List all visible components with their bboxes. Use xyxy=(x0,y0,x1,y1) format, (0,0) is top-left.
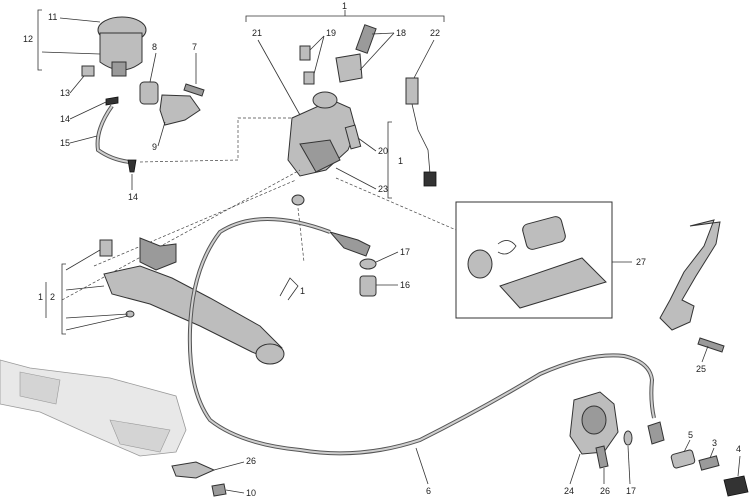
kit-seal xyxy=(467,249,493,279)
bleed-cap-3 xyxy=(698,455,720,471)
frame-section: 26 10 xyxy=(0,359,256,498)
master-cylinder-group: 21 19 18 20 1 23 22 xyxy=(252,24,440,206)
callout-9: 9 xyxy=(152,142,157,152)
callout-3: 3 xyxy=(712,438,717,448)
lever-adjuster xyxy=(139,237,177,271)
clutch-hose-6: 6 xyxy=(187,217,656,496)
repair-kit-27: 27 xyxy=(455,201,646,319)
dust-boot xyxy=(291,194,305,206)
callout-21: 21 xyxy=(252,28,262,38)
callout-24: 24 xyxy=(564,486,574,496)
kit-instruction-card xyxy=(499,257,607,309)
banjo-fitting-18 xyxy=(335,53,363,83)
reservoir-group: 12 11 13 14 15 14 8 9 7 xyxy=(23,9,205,202)
pin-20 xyxy=(344,124,362,150)
callout-23: 23 xyxy=(378,184,388,194)
reservoir-outlet xyxy=(111,61,127,77)
slave-cylinder-bore xyxy=(581,405,607,435)
switch-connector-22 xyxy=(423,171,437,187)
callout-17-top: 17 xyxy=(400,247,410,257)
hose-clamp-26 xyxy=(171,461,216,479)
callout-1-left: 1 xyxy=(38,292,43,302)
callout-26-right: 26 xyxy=(600,486,610,496)
hose-banjo-top xyxy=(328,231,371,257)
callout-8: 8 xyxy=(152,42,157,52)
screw-7 xyxy=(183,83,205,97)
callout-6: 6 xyxy=(426,486,431,496)
hose-fitting-group-top: 17 16 xyxy=(328,231,410,297)
callout-16: 16 xyxy=(400,280,410,290)
banjo-bolt-18 xyxy=(355,24,377,54)
banjo-bolt-16 xyxy=(359,275,377,297)
bleed-screw-5 xyxy=(670,449,696,469)
lever-pivot-bushing xyxy=(99,239,113,257)
bracket-9 xyxy=(159,94,201,126)
callout-4: 4 xyxy=(736,444,741,454)
screw-25 xyxy=(697,337,725,353)
callout-25: 25 xyxy=(696,364,706,374)
callout-7: 7 xyxy=(192,42,197,52)
callout-14-top: 14 xyxy=(60,114,70,124)
dust-cap-4 xyxy=(723,475,749,497)
screw-10 xyxy=(211,483,227,497)
callout-2: 2 xyxy=(50,292,55,302)
hose-guide-plate xyxy=(659,219,721,331)
hose-guide-bracket: 25 xyxy=(659,219,725,374)
hose-banjo-bottom xyxy=(647,421,665,445)
clutch-switch-22 xyxy=(405,77,419,105)
callout-1-lever: 1 xyxy=(300,286,305,296)
callout-12: 12 xyxy=(23,34,33,44)
hose-clip-14-top xyxy=(105,96,119,106)
master-cylinder-top xyxy=(312,91,338,109)
callout-26-left: 26 xyxy=(246,456,256,466)
callout-10: 10 xyxy=(246,488,256,498)
screw-13 xyxy=(81,65,95,77)
callout-1-mid: 1 xyxy=(398,156,403,166)
callout-14-bottom: 14 xyxy=(128,192,138,202)
callout-20: 20 xyxy=(378,146,388,156)
crush-washer-17-bottom xyxy=(623,430,633,446)
callout-22: 22 xyxy=(430,28,440,38)
hose-clip-14-bottom xyxy=(127,159,137,173)
valve-cap-19 xyxy=(303,71,315,85)
bleed-valve-19 xyxy=(299,45,311,61)
callout-18: 18 xyxy=(396,28,406,38)
callout-15: 15 xyxy=(60,138,70,148)
master-cylinder-mount xyxy=(299,139,341,173)
bushing-8 xyxy=(139,81,159,105)
crush-washer-17-top xyxy=(359,258,377,270)
callout-11: 11 xyxy=(48,12,57,22)
screw-26-right xyxy=(595,445,609,469)
bracket-assembly-1: 1 xyxy=(245,1,445,22)
callout-13: 13 xyxy=(60,88,70,98)
kit-piston xyxy=(522,216,566,250)
callout-17-bottom: 17 xyxy=(626,486,636,496)
callout-5: 5 xyxy=(688,430,693,440)
lever-tip xyxy=(255,343,285,365)
callout-27: 27 xyxy=(636,257,646,267)
clutch-lever-group: 1 2 1 xyxy=(38,237,305,365)
slave-cylinder-group: 24 26 17 5 3 4 xyxy=(564,391,749,497)
callout-19: 19 xyxy=(326,28,336,38)
callout-1-top: 1 xyxy=(342,1,347,11)
